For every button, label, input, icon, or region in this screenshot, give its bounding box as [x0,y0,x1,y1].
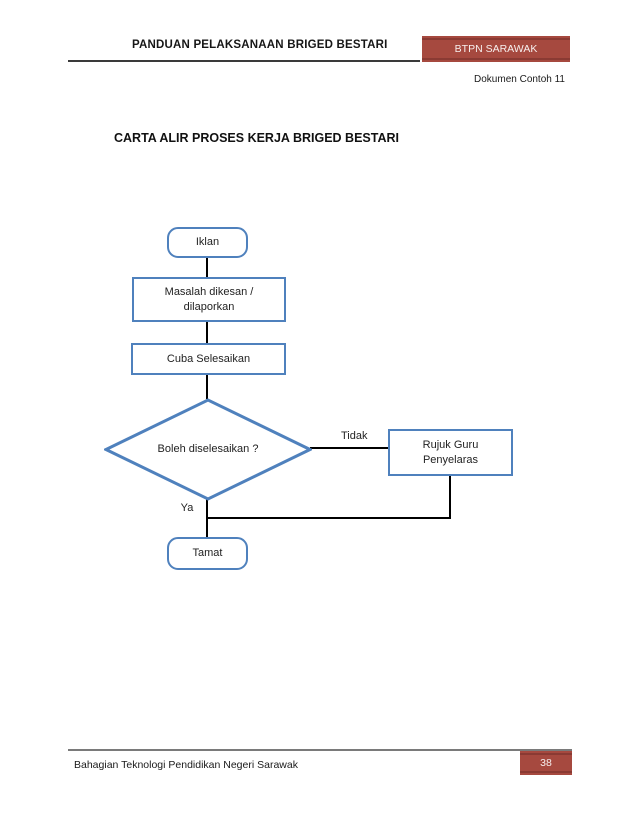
flow-node-cuba-selesaikan-label: Cuba Selesaikan [166,352,251,365]
decision-diamond-shape [104,398,312,501]
connector-cuba-decision [206,373,208,399]
flow-node-iklan-label: Iklan [195,236,220,249]
header-badge: BTPN SARAWAK [422,36,570,62]
page-number-badge: 38 [520,751,572,775]
connector-decision-rujuk [310,447,389,449]
flow-node-decision-label-wrap: Boleh diselesaikan ? [104,398,312,501]
flow-node-decision: Boleh diselesaikan ? [104,398,312,501]
header-title: PANDUAN PELAKSANAAN BRIGED BESTARI [132,39,388,51]
edge-label-tidak: Tidak [341,430,368,442]
flow-node-tamat-label: Tamat [192,547,223,560]
connector-rujuk-down [449,474,451,519]
connector-masalah-cuba [206,321,208,344]
connector-decision-tamat [206,498,208,538]
flow-node-cuba-selesaikan: Cuba Selesaikan [131,343,286,375]
header-rule [68,60,420,62]
footer-rule [68,749,572,751]
flow-node-rujuk-guru-label: Rujuk Guru Penyelaras [422,439,479,466]
page-title: CARTA ALIR PROSES KERJA BRIGED BESTARI [114,131,399,145]
flow-node-iklan: Iklan [167,227,248,258]
connector-rujuk-return [206,517,451,519]
flow-node-masalah: Masalah dikesan / dilaporkan [132,277,286,322]
flow-node-decision-label: Boleh diselesaikan ? [157,443,259,456]
edge-label-ya: Ya [180,502,194,514]
connector-iklan-masalah [206,257,208,278]
document-reference: Dokumen Contoh 11 [474,74,565,85]
flow-node-tamat: Tamat [167,537,248,570]
flow-node-rujuk-guru: Rujuk Guru Penyelaras [388,429,513,476]
flow-node-masalah-label: Masalah dikesan / dilaporkan [164,286,254,313]
footer-org-name: Bahagian Teknologi Pendidikan Negeri Sar… [74,759,298,771]
